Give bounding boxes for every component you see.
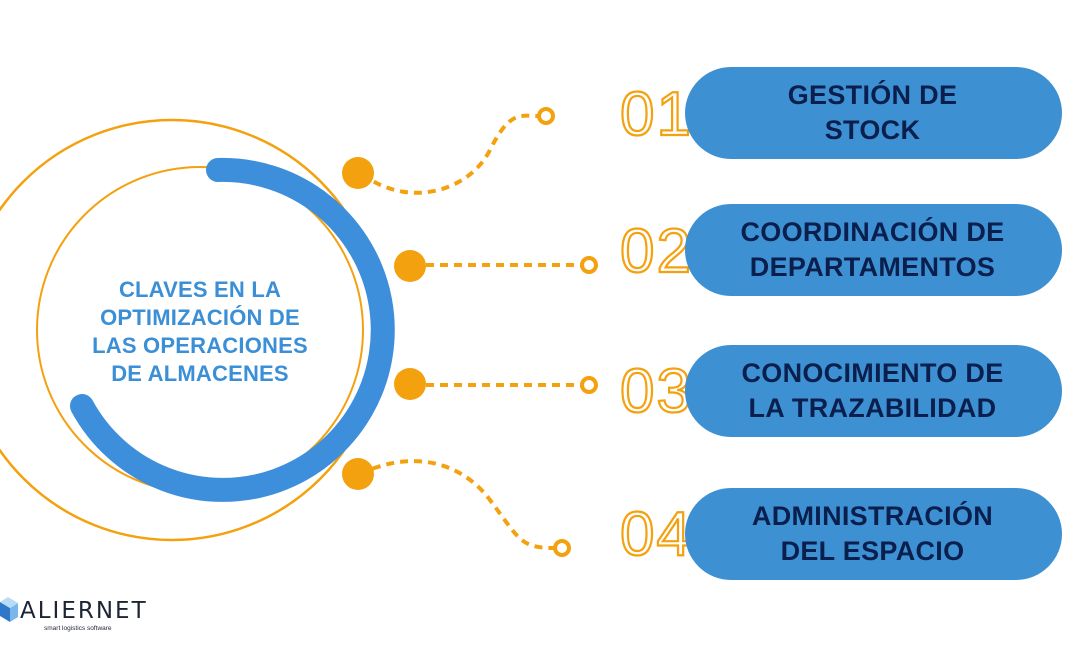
center-title-line: CLAVES EN LA [118, 277, 282, 302]
center-title: CLAVES EN LA OPTIMIZACIÓN DE LAS OPERACI… [62, 276, 338, 388]
item-label-line: DEPARTAMENTOS [749, 252, 996, 282]
end-dot-4 [553, 539, 571, 557]
item-label-4: ADMINISTRACIÓN DEL ESPACIO [705, 488, 1040, 580]
item-label-3: CONOCIMIENTO DE LA TRAZABILIDAD [705, 345, 1040, 437]
node-dot-1 [342, 157, 374, 189]
item-label-line: STOCK [824, 115, 921, 145]
node-dot-3 [394, 368, 426, 400]
node-dot-2 [394, 250, 426, 282]
center-title-line: OPTIMIZACIÓN DE [100, 305, 300, 330]
center-title-line: DE ALMACENES [111, 361, 289, 386]
item-number-4: 04 [620, 500, 693, 569]
connectors [359, 113, 584, 550]
progress-arc [70, 157, 395, 502]
item-label-line: COORDINACIÓN DE [740, 217, 1005, 247]
end-dot-1 [537, 107, 555, 125]
item-label-line: GESTIÓN DE [787, 80, 958, 110]
end-dot-3 [580, 376, 598, 394]
item-card-1 [685, 67, 1062, 159]
item-label-line: ADMINISTRACIÓN [751, 501, 994, 531]
connector-1 [360, 113, 541, 195]
logo-tagline: smart logistics software [44, 625, 112, 632]
item-label-line: DEL ESPACIO [780, 536, 965, 566]
item-card-4 [685, 488, 1062, 580]
item-card-2 [685, 204, 1062, 296]
connector-4 [359, 459, 556, 550]
item-card-3 [685, 345, 1062, 437]
item-number-2: 02 [620, 217, 693, 286]
item-number-1: 01 [620, 80, 693, 149]
node-dot-4 [342, 458, 374, 490]
logo-name: ALIERNET [20, 598, 148, 624]
item-label-1: GESTIÓN DE STOCK [705, 67, 1040, 159]
item-label-line: CONOCIMIENTO DE [741, 358, 1004, 388]
center-title-line: LAS OPERACIONES [92, 333, 308, 358]
item-label-2: COORDINACIÓN DE DEPARTAMENTOS [705, 204, 1040, 296]
logo-cube-icon [0, 597, 18, 622]
item-label-line: LA TRAZABILIDAD [748, 393, 997, 423]
end-dot-2 [580, 256, 598, 274]
item-number-3: 03 [620, 357, 693, 426]
